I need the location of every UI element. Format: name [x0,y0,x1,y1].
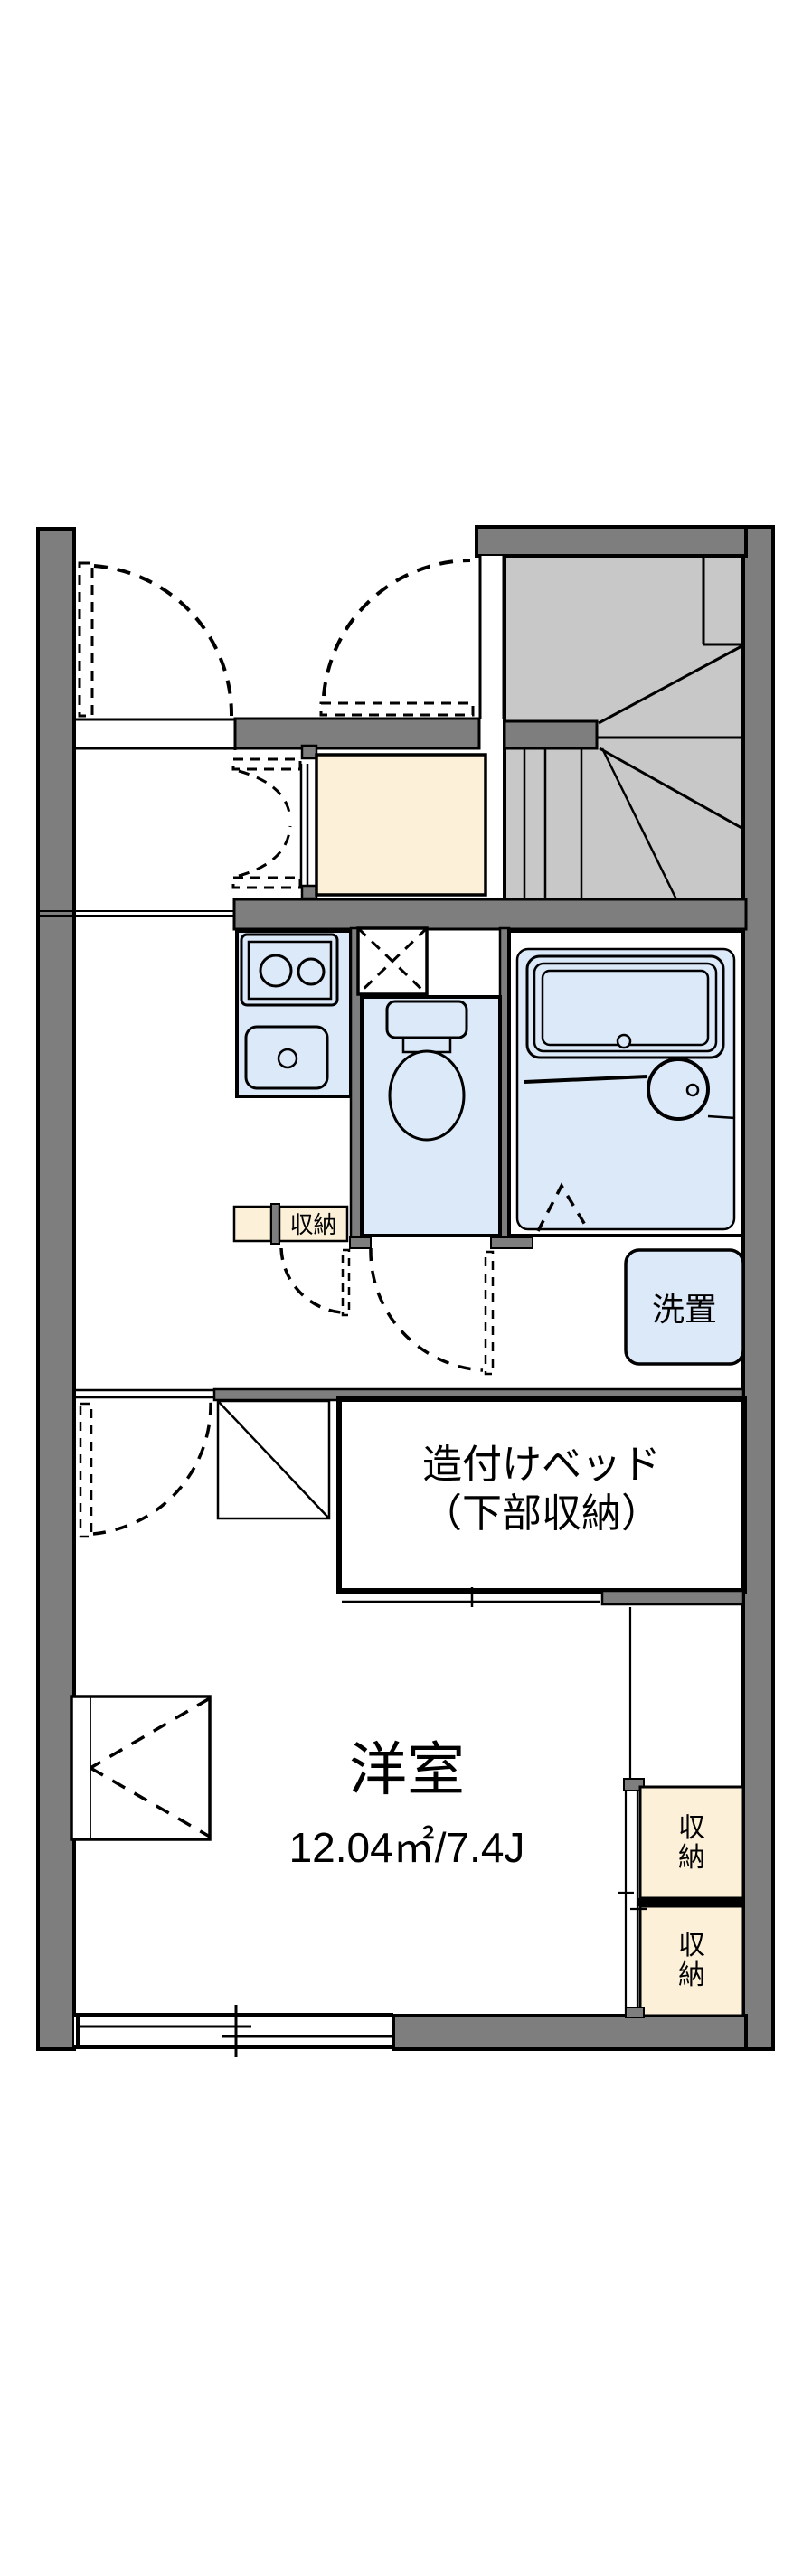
hall-door-swing-icon [78,561,234,718]
storage-lower-label: 収納 [678,1931,705,1990]
built-in-bed-label: 造付けベッド [422,1443,661,1487]
washer-place-label: 洗置 [651,1291,717,1328]
toilet-icon [385,1000,468,1142]
storage-upper-label: 収納 [678,1813,705,1873]
room-name-label: 洋室 [349,1737,465,1802]
bay-window-icon [70,1695,212,1841]
mid-wall-band [40,898,748,931]
washstand-icon [524,1058,736,1121]
stove-icon [240,933,339,1007]
bedroom [70,1399,745,2018]
overhead-cabinet-icon [356,926,429,996]
washer-box [624,1248,745,1366]
sink-icon [244,1025,329,1090]
kitchen [232,929,353,1317]
bathtub-icon [525,954,725,1059]
staircase [503,554,745,901]
bifold-door-icon [231,757,302,889]
built-in-bed [336,1396,747,1607]
bedroom-door-swing-icon [79,1400,212,1538]
built-in-bed-sublabel: （下部収納） [422,1491,661,1536]
entrance-hall [76,556,505,750]
genkan-storage [231,744,487,900]
kitchen-storage-label: 収納 [289,1211,337,1238]
entry-door-swing-icon [319,559,475,717]
bath-fold-door-icon [536,1182,590,1232]
storage-door-swing-icon [279,1247,351,1317]
outer-walls [36,525,775,2051]
room-size-label: 12.04㎡/7.4J [288,1824,525,1871]
toilet-door-swing-icon [369,1247,495,1376]
kitchen-storage-box [232,1203,349,1245]
fridge-space-icon [216,1399,331,1520]
storage-stack [618,1607,745,2018]
sliding-window-icon [74,2005,395,2057]
bathroom [349,929,745,1249]
toilet-room [349,926,511,1376]
